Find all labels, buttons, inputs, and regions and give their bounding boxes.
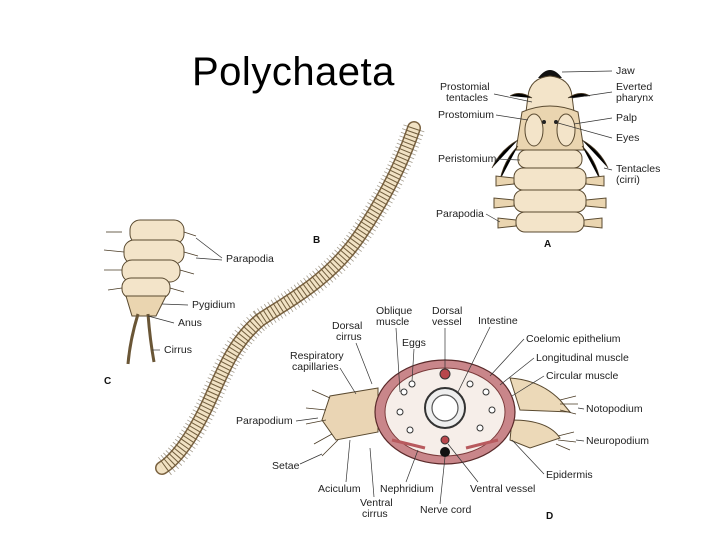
label-circular-muscle: Circular muscle [546, 370, 619, 382]
panel-letter-c: C [104, 376, 111, 387]
label-ventral-vessel: Ventral vessel [470, 483, 535, 495]
panel-c-illustration [103, 219, 199, 365]
label-parapodia-c: Parapodia [226, 253, 274, 265]
prostomial-tentacle-l [509, 93, 533, 99]
panel-c-labels: Parapodia Pygidium Anus Cirrus C [104, 237, 274, 387]
parapod-a-l3 [497, 217, 517, 229]
label-tentacles-cirri-1: Tentacles [616, 163, 660, 175]
panel-d-labels: Oblique muscle Dorsal vessel Intestine D… [236, 305, 649, 522]
segment-a1 [513, 167, 587, 191]
segment-c4 [121, 277, 171, 299]
label-prostomial-tentacles-2: tentacles [446, 92, 488, 104]
label-dorsal-cirrus-2: cirrus [336, 331, 362, 343]
label-jaw: Jaw [616, 65, 635, 77]
notopodium-lobe [509, 377, 572, 413]
panel-a-labels: Jaw Prostomial tentacles Everted pharynx… [436, 65, 660, 250]
label-aciculum: Aciculum [318, 483, 361, 495]
tentacle-r1 [581, 139, 609, 169]
nerve-cord-shape [440, 447, 450, 457]
tentacle-l1 [491, 139, 519, 169]
label-peristomium: Peristomium [438, 153, 497, 165]
label-dorsal-vessel-2: vessel [432, 316, 462, 328]
parapod-a-l1 [495, 175, 515, 187]
page-title: Polychaeta [192, 50, 395, 94]
panel-letter-d: D [546, 511, 553, 522]
label-oblique-muscle-2: muscle [376, 316, 409, 328]
label-pygidium: Pygidium [192, 299, 235, 311]
cirrus-right [146, 313, 156, 363]
label-respiratory-capillaries-1: Respiratory [290, 350, 344, 362]
label-tentacles-cirri-2: (cirri) [616, 174, 640, 186]
parapod-a-r3 [583, 217, 603, 229]
label-intestine: Intestine [478, 315, 518, 327]
label-dorsal-vessel-1: Dorsal [432, 305, 462, 317]
label-parapodia-a: Parapodia [436, 208, 484, 220]
segment-a2 [513, 189, 587, 213]
label-notopodium: Notopodium [586, 403, 643, 415]
intestine-lumen [431, 394, 459, 422]
palp-right [556, 113, 576, 147]
label-parapodium: Parapodium [236, 415, 293, 427]
label-setae: Setae [272, 460, 300, 472]
parapod-a-l2 [493, 197, 515, 209]
eye-right [554, 120, 558, 124]
label-everted-pharynx-1: Everted [616, 81, 652, 93]
label-respiratory-capillaries-2: capillaries [292, 361, 339, 373]
jaw-shape [538, 70, 562, 78]
label-cirrus: Cirrus [164, 344, 192, 356]
neuropodium-lobe [509, 419, 561, 449]
label-palp: Palp [616, 112, 637, 124]
label-ventral-cirrus-1: Ventral [360, 497, 393, 509]
oblique-muscles [391, 438, 499, 450]
label-coelomic-epithelium: Coelomic epithelium [526, 333, 621, 345]
label-epidermis: Epidermis [546, 469, 593, 481]
label-prostomial-tentacles-1: Prostomial [440, 81, 490, 93]
label-dorsal-cirrus-1: Dorsal [332, 320, 362, 332]
palp-left [524, 113, 544, 147]
panel-letter-a: A [544, 239, 551, 250]
parapod-a-r1 [585, 175, 605, 187]
label-ventral-cirrus-2: cirrus [362, 508, 388, 520]
label-eggs: Eggs [402, 337, 426, 349]
prostomial-tentacle-r [567, 93, 591, 99]
label-nerve-cord: Nerve cord [420, 504, 472, 516]
ventral-vessel-shape [440, 435, 450, 445]
label-eyes: Eyes [616, 132, 639, 144]
label-anus: Anus [178, 317, 202, 329]
label-longitudinal-muscle: Longitudinal muscle [536, 352, 629, 364]
label-oblique-muscle-1: Oblique [376, 305, 412, 317]
panel-a-illustration [491, 70, 609, 233]
cirrus-left [126, 313, 140, 365]
label-neuropodium: Neuropodium [586, 435, 649, 447]
dorsal-vessel-shape [439, 368, 451, 380]
label-everted-pharynx-2: pharynx [616, 92, 654, 104]
parapod-a-r2 [585, 197, 607, 209]
segment-a3 [515, 211, 585, 233]
pygidium-shape [125, 295, 167, 317]
peristomium-shape [517, 149, 583, 169]
panel-letter-b: B [313, 235, 320, 246]
left-parapodium [321, 387, 379, 441]
label-nephridium: Nephridium [380, 483, 434, 495]
panel-b-illustration: B [155, 121, 425, 478]
eye-left [542, 120, 546, 124]
worm-bristles [155, 124, 425, 478]
panel-d-illustration [305, 359, 578, 465]
label-prostomium: Prostomium [438, 109, 494, 121]
